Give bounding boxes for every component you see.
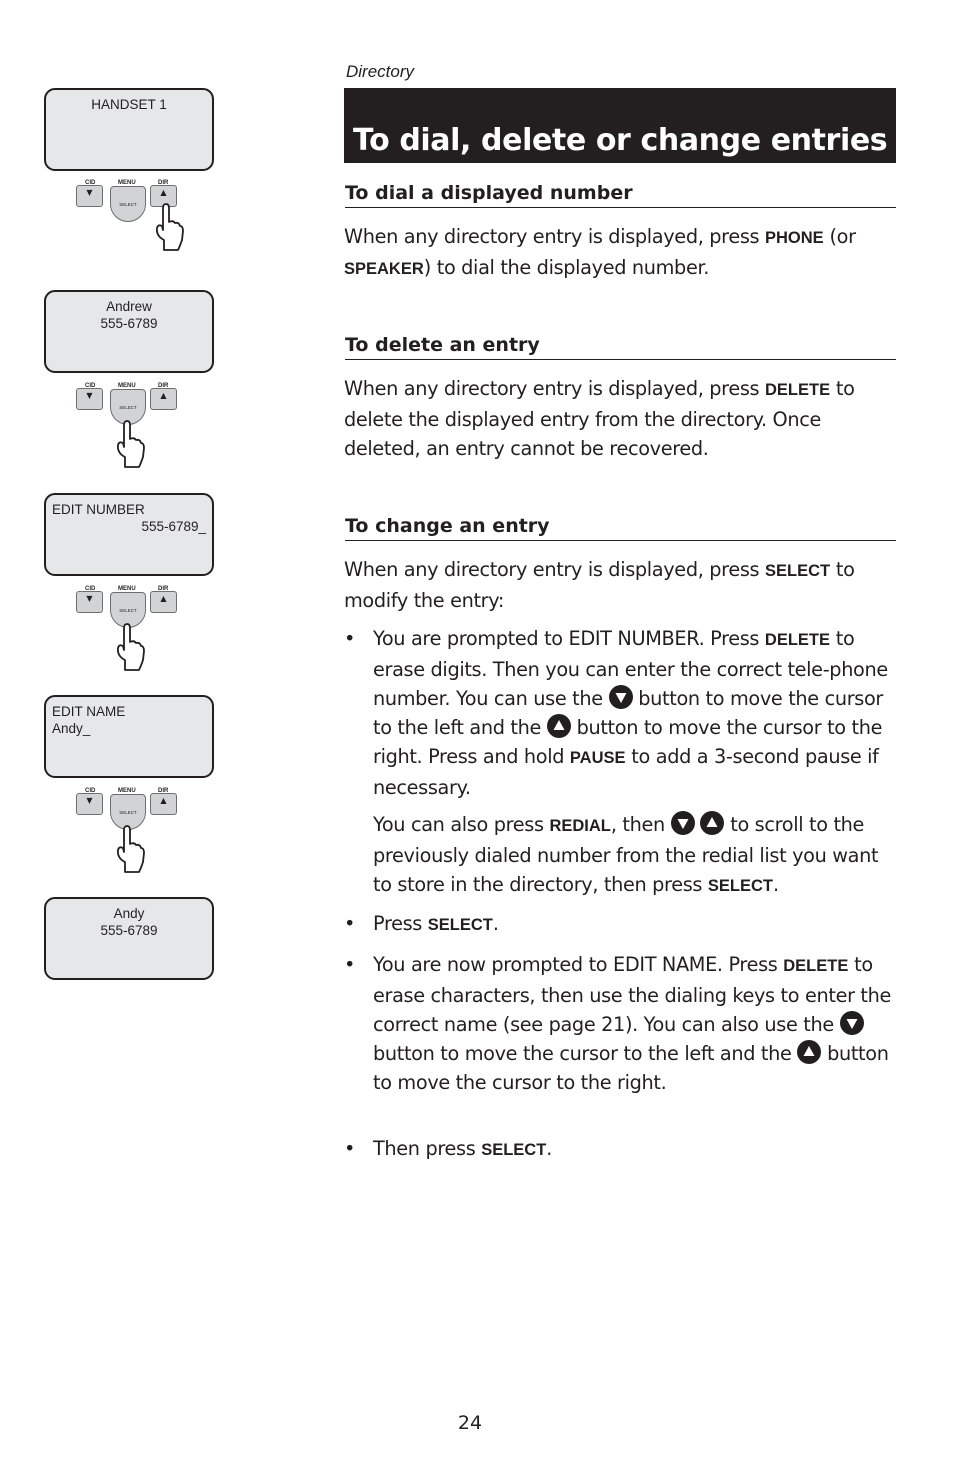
section-header: Directory xyxy=(346,62,415,81)
dial-paragraph: When any directory entry is displayed, p… xyxy=(344,225,856,279)
keypad-2: CID MENU DIR ▼ SELECT ▲ xyxy=(76,383,180,475)
menu-label: MENU xyxy=(118,788,136,794)
title-bar: To dial, delete or change entries xyxy=(344,88,896,163)
up-arrow-icon xyxy=(546,714,571,738)
page-number: 24 xyxy=(457,1412,483,1434)
screen-line: HANDSET 1 xyxy=(91,97,167,112)
delete-paragraph: When any directory entry is displayed, p… xyxy=(344,377,855,460)
screen-line: EDIT NUMBER xyxy=(52,502,145,517)
keypad-3: CID MENU DIR ▼ SELECT ▲ xyxy=(76,586,180,678)
screen-line: EDIT NAME xyxy=(52,704,126,719)
cid-down-key[interactable]: ▼ xyxy=(76,185,103,207)
menu-label: MENU xyxy=(118,383,136,389)
cid-down-key[interactable]: ▼ xyxy=(76,793,103,815)
handset-screen-4: EDIT NAME Andy_ xyxy=(44,695,214,778)
handset-screen-2: Andrew 555-6789 xyxy=(44,290,214,373)
dial-heading: To dial a displayed number xyxy=(345,182,896,208)
pointing-hand-icon xyxy=(116,623,145,671)
pointing-hand-icon xyxy=(116,420,145,468)
dir-label: DIR xyxy=(158,180,169,186)
list-item: • Then press SELECT. xyxy=(344,1137,553,1160)
cid-label: CID xyxy=(85,180,96,186)
dir-up-key[interactable]: ▲ xyxy=(150,591,177,613)
up-arrow-icon xyxy=(700,811,725,835)
change-paragraph: When any directory entry is displayed, p… xyxy=(344,558,855,612)
screen-line: 555-6789 xyxy=(100,316,158,331)
cid-label: CID xyxy=(85,383,96,389)
screen-line: Andrew xyxy=(106,299,152,314)
pointing-hand-icon xyxy=(116,825,145,873)
delete-heading: To delete an entry xyxy=(345,334,896,360)
handset-screen-5: Andy 555-6789 xyxy=(44,897,214,980)
down-arrow-icon xyxy=(608,685,633,709)
select-key[interactable]: SELECT xyxy=(110,592,146,628)
screen-line: Andy xyxy=(113,906,145,921)
cid-down-key[interactable]: ▼ xyxy=(76,591,103,613)
keypad-4: CID MENU DIR ▼ SELECT ▲ xyxy=(76,788,180,880)
page-title: To dial, delete or change entries xyxy=(353,123,888,158)
dir-up-key[interactable]: ▲ xyxy=(150,793,177,815)
select-key[interactable]: SELECT xyxy=(110,186,146,222)
cid-label: CID xyxy=(85,586,96,592)
select-key[interactable]: SELECT xyxy=(110,794,146,830)
menu-label: MENU xyxy=(118,586,136,592)
menu-label: MENU xyxy=(118,180,136,186)
list-item: • Press SELECT. xyxy=(344,912,499,935)
pointing-hand-icon xyxy=(155,203,184,251)
up-arrow-icon xyxy=(797,1040,822,1064)
down-arrow-icon xyxy=(839,1011,864,1035)
down-arrow-icon xyxy=(670,811,695,835)
screen-line: Andy_ xyxy=(52,721,91,736)
cid-down-key[interactable]: ▼ xyxy=(76,388,103,410)
dir-up-key[interactable]: ▲ xyxy=(150,388,177,410)
cid-label: CID xyxy=(85,788,96,794)
list-item-continued: You can also press REDIAL, then to scrol… xyxy=(373,811,879,896)
select-key[interactable]: SELECT xyxy=(110,389,146,425)
keypad-1: CID MENU DIR ▼ SELECT ▲ xyxy=(76,180,184,272)
dir-label: DIR xyxy=(158,586,169,592)
change-heading: To change an entry xyxy=(345,515,896,541)
screen-line: 555-6789 xyxy=(100,923,158,938)
dir-label: DIR xyxy=(158,788,169,794)
handset-screen-1: HANDSET 1 xyxy=(44,88,214,171)
dir-label: DIR xyxy=(158,383,169,389)
list-item: • You are prompted to EDIT NUMBER. Press… xyxy=(344,627,888,799)
list-item: • You are now prompted to EDIT NAME. Pre… xyxy=(344,953,892,1094)
screen-line: 555-6789_ xyxy=(141,519,206,534)
handset-screen-3: EDIT NUMBER 555-6789_ xyxy=(44,493,214,576)
